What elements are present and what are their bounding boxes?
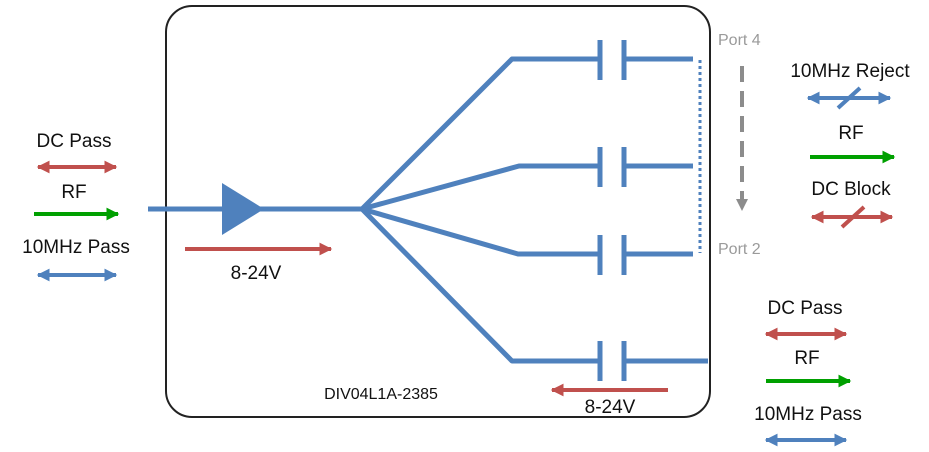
capacitor-port-1 [597, 341, 708, 381]
amplifier-icon [222, 183, 264, 235]
output-lower-10mhz-pass-label: 10MHz Pass [754, 404, 862, 425]
output-10mhz-reject-label: 10MHz Reject [790, 61, 910, 82]
power-in-label: 8-24V [231, 263, 282, 284]
output-power-label: 8-24V [585, 397, 636, 418]
capacitor-port-4 [597, 40, 693, 80]
input-dc-pass-label: DC Pass [37, 131, 112, 152]
port-2-label: Port 2 [718, 241, 761, 258]
input-10mhz-pass-label: 10MHz Pass [22, 237, 130, 258]
output-dc-block-label: DC Block [811, 179, 891, 200]
model-number-label: DIV04L1A-2385 [324, 386, 438, 403]
splitter-branches [360, 56, 600, 364]
port-4-label: Port 4 [718, 32, 761, 49]
capacitor-port-3 [597, 147, 693, 187]
output-dc-block-slash [840, 205, 866, 229]
output-10mhz-reject-slash [836, 86, 862, 110]
capacitor-port-2 [597, 235, 693, 275]
output-lower-rf-label: RF [794, 348, 819, 369]
output-upper-rf-label: RF [838, 123, 863, 144]
input-rf-label: RF [61, 182, 86, 203]
output-lower-dc-pass-label: DC Pass [768, 298, 843, 319]
